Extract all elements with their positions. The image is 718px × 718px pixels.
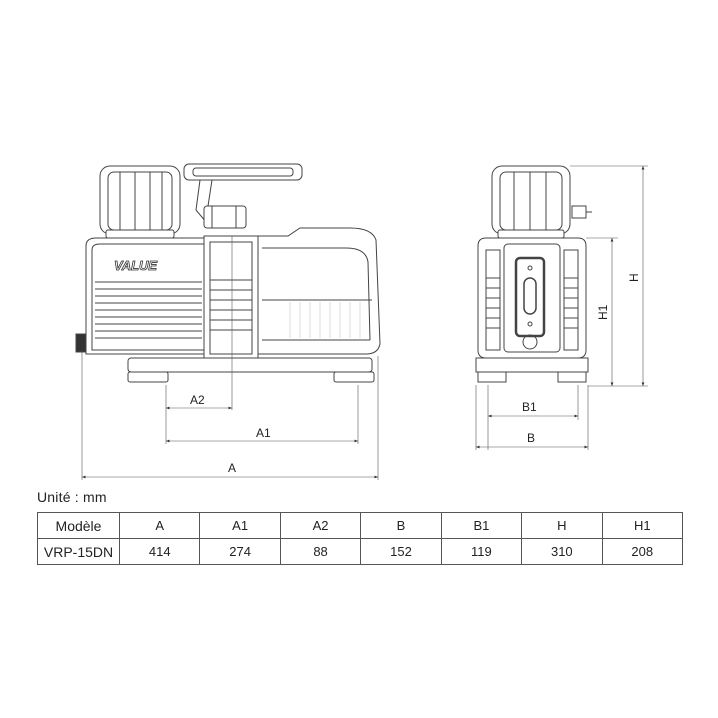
table-header-cell: A xyxy=(118,512,201,539)
dim-label-b: B xyxy=(527,431,535,445)
sight-glass xyxy=(514,256,546,338)
table-header-cell: H xyxy=(521,512,603,539)
dim-label-a1: A1 xyxy=(256,426,271,440)
table-header-cell: B1 xyxy=(440,512,523,539)
table-cell: VRP-15DN xyxy=(37,538,120,565)
technical-drawing: VALUE xyxy=(75,163,648,480)
table-cell: 274 xyxy=(199,538,281,565)
table-cell: 119 xyxy=(440,538,523,565)
base-front xyxy=(475,357,589,373)
table-header-cell: A2 xyxy=(279,512,362,539)
table-cell: 152 xyxy=(360,538,442,565)
base-plate xyxy=(127,357,373,373)
table-header-cell: A1 xyxy=(199,512,281,539)
dimension-lines xyxy=(81,165,648,480)
table-cell: 88 xyxy=(279,538,362,565)
brand-logo: VALUE xyxy=(114,258,157,273)
table-cell: 414 xyxy=(118,538,201,565)
table-header-cell: H1 xyxy=(601,512,684,539)
table-header-cell: Modèle xyxy=(37,512,120,539)
dim-label-b1: B1 xyxy=(522,400,537,414)
spec-table: Modèle A A1 A2 B B1 H H1 VRP-15DN 414 27… xyxy=(37,512,684,565)
carry-handle xyxy=(183,163,303,181)
table-header-cell: B xyxy=(360,512,442,539)
table-cell: 310 xyxy=(521,538,603,565)
table-row: VRP-15DN 414 274 88 152 119 310 208 xyxy=(37,538,684,565)
motor-housing xyxy=(257,227,381,355)
dim-label-h: H xyxy=(627,273,641,282)
dim-label-a2: A2 xyxy=(190,393,205,407)
dimension-labels: A2 A1 A B1 B H1 H xyxy=(190,273,641,475)
oil-cap-front xyxy=(491,165,571,235)
unit-label: Unité : mm xyxy=(37,489,107,505)
pump-front-view xyxy=(475,165,592,383)
dim-label-h1: H1 xyxy=(596,304,610,320)
dim-label-a: A xyxy=(228,461,236,475)
valve xyxy=(203,205,247,229)
table-header-row: Modèle A A1 A2 B B1 H H1 xyxy=(37,512,684,539)
drain-plug xyxy=(75,333,87,353)
pump-side-view: VALUE xyxy=(75,163,381,383)
cooling-fins xyxy=(95,281,202,339)
table-cell: 208 xyxy=(601,538,684,565)
